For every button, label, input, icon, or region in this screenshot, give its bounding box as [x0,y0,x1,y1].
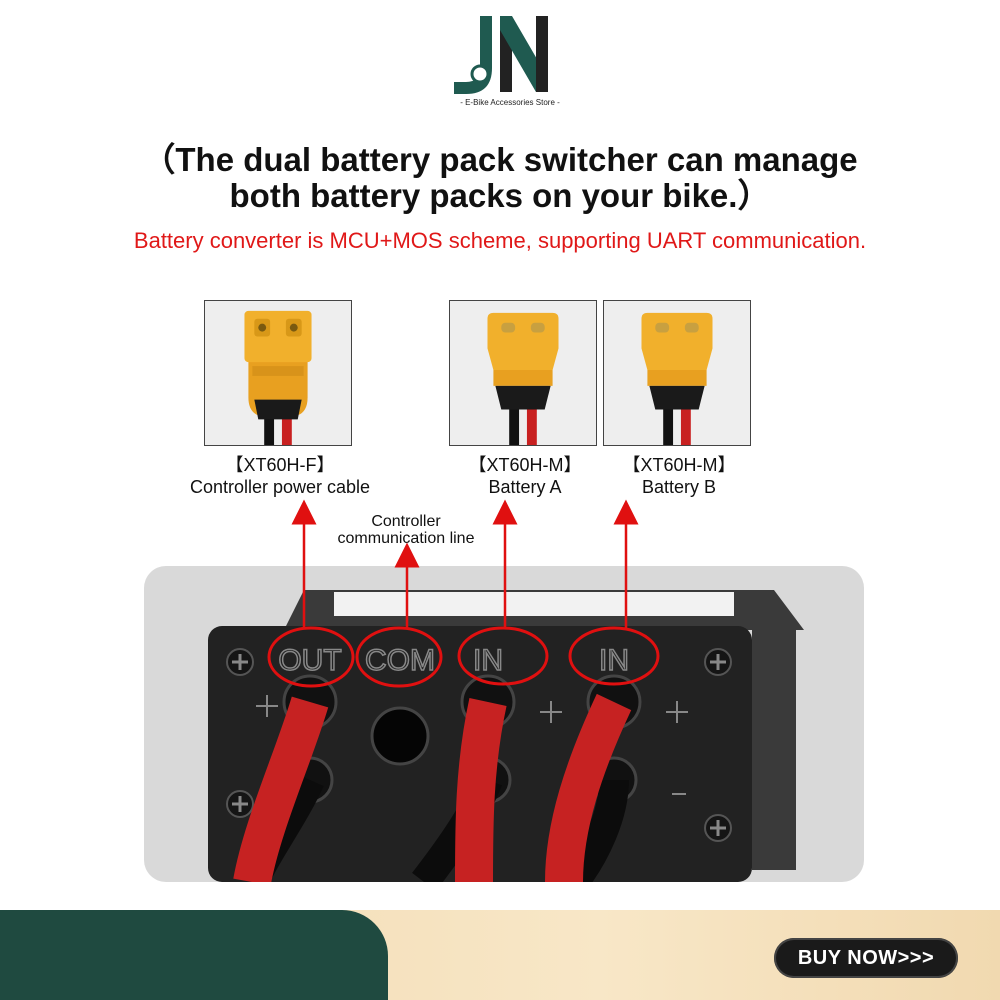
connector-label: Battery B [641,477,717,497]
connector-caption-battery-b: 【XT60H-M】 Battery B [594,454,764,498]
connector-label: Battery A [488,477,562,497]
com-line-caption: Controller communication line [306,513,506,547]
page-subline: Battery converter is MCU+MOS scheme, sup… [133,228,867,253]
page-headline: （The dual battery pack switcher can mana… [0,142,1000,214]
headline-line-2: both battery packs on your bike.） [229,177,771,214]
connector-model: 【XT60H-M】 [468,455,582,475]
red-cable [545,693,632,882]
xt60-female-connector-icon [244,310,312,445]
connector-caption-controller: 【XT60H-F】 Controller power cable [160,454,400,498]
headline-line-1: （The dual battery pack switcher can mana… [142,141,858,178]
port-label-in-b: IN [599,644,629,677]
buy-now-button[interactable]: BUY NOW>>> [774,938,958,978]
connector-thumb-battery-b [603,300,751,446]
connector-model: 【XT60H-F】 [225,455,335,475]
xt60-male-connector-icon [487,312,559,445]
connector-caption-battery-a: 【XT60H-M】 Battery A [440,454,610,498]
port-label-com: COM [365,644,435,677]
brand-tagline: - E-Bike Accessories Store - [460,98,560,107]
connector-thumb-battery-a [449,300,597,446]
port-label-in-a: IN [473,644,503,677]
connector-model: 【XT60H-M】 [622,455,736,475]
xt60-male-connector-icon [641,312,713,445]
com-line-caption-2: communication line [337,530,475,547]
device-photo: OUT COM IN IN [144,566,864,882]
connector-label: Controller power cable [189,477,371,497]
connector-thumb-controller [204,300,352,446]
switcher-device-illustration: OUT COM IN IN [208,590,804,882]
brand-logo [454,16,548,94]
com-line-caption-1: Controller [371,513,441,530]
footer-green-tab [0,910,388,1000]
red-cable [455,697,507,882]
port-label-out: OUT [278,644,341,677]
red-cable [233,696,329,882]
